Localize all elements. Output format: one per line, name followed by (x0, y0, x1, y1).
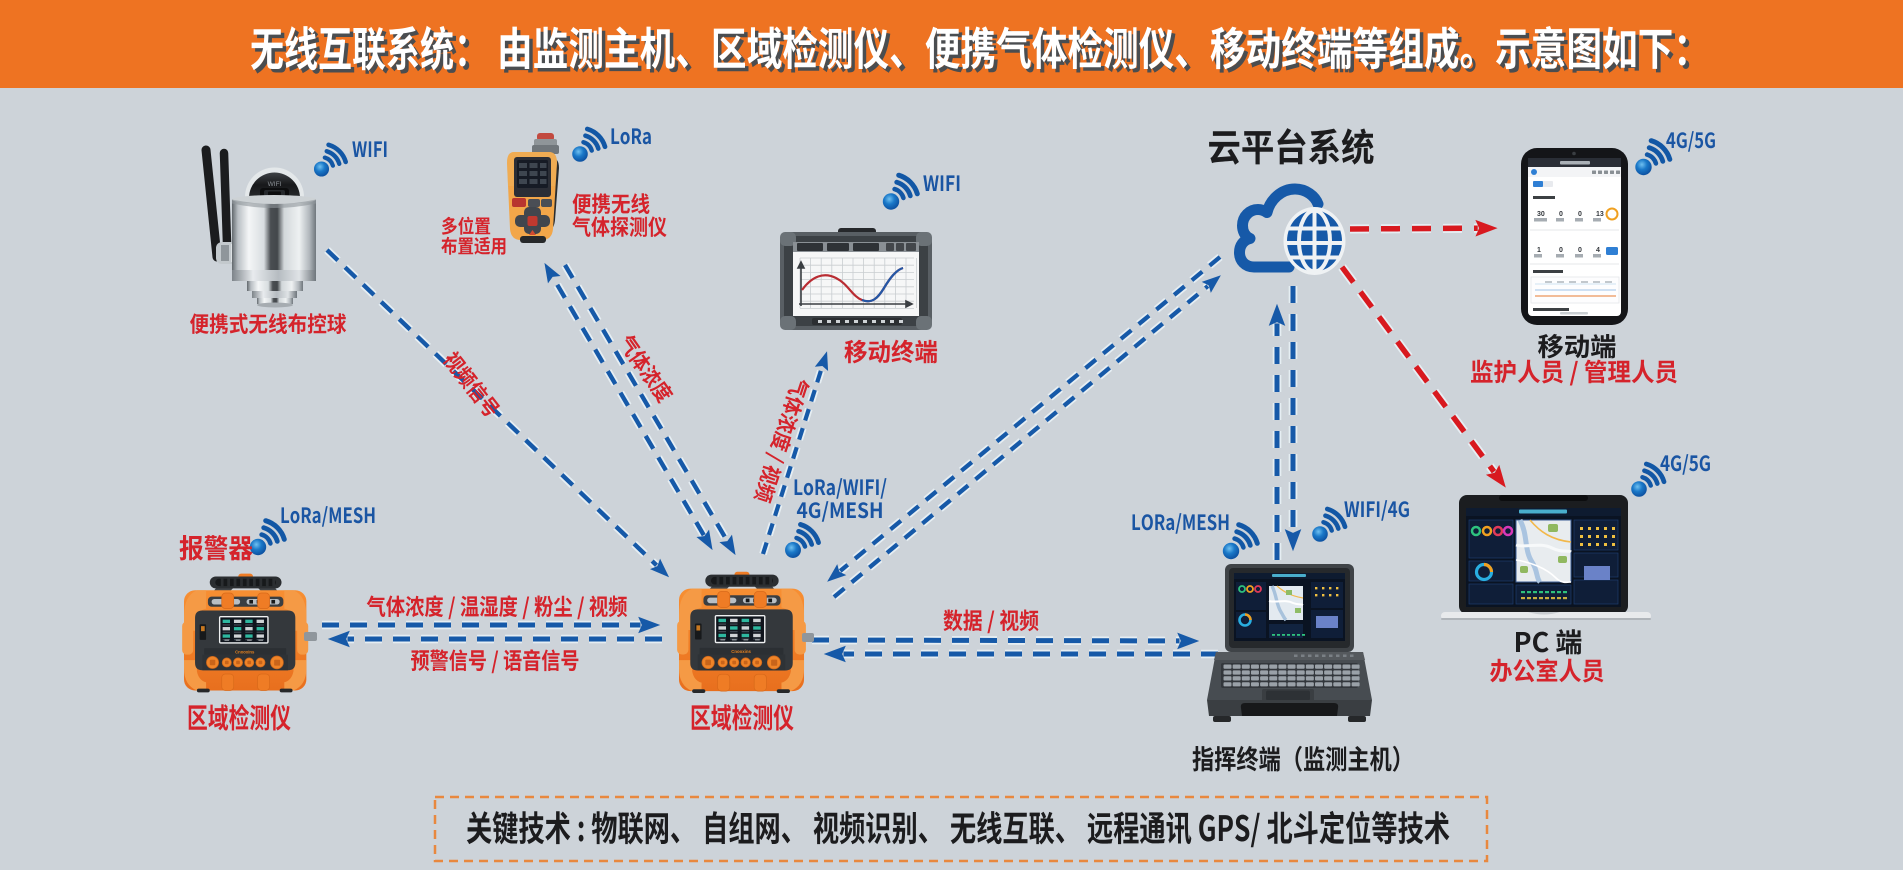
svg-text:WIFI: WIFI (268, 181, 282, 188)
svg-text:Cnooxins: Cnooxins (235, 649, 255, 654)
svg-text:13: 13 (1596, 211, 1604, 218)
svg-text:0: 0 (1578, 247, 1582, 254)
svg-text:4: 4 (1596, 247, 1600, 254)
svg-text:0: 0 (1578, 211, 1582, 218)
svg-text:0: 0 (1559, 211, 1563, 218)
svg-text:0: 0 (1559, 247, 1563, 254)
svg-text:1: 1 (1537, 247, 1541, 254)
svg-text:30: 30 (1537, 211, 1545, 218)
svg-text:Cnooxins: Cnooxins (731, 649, 751, 654)
